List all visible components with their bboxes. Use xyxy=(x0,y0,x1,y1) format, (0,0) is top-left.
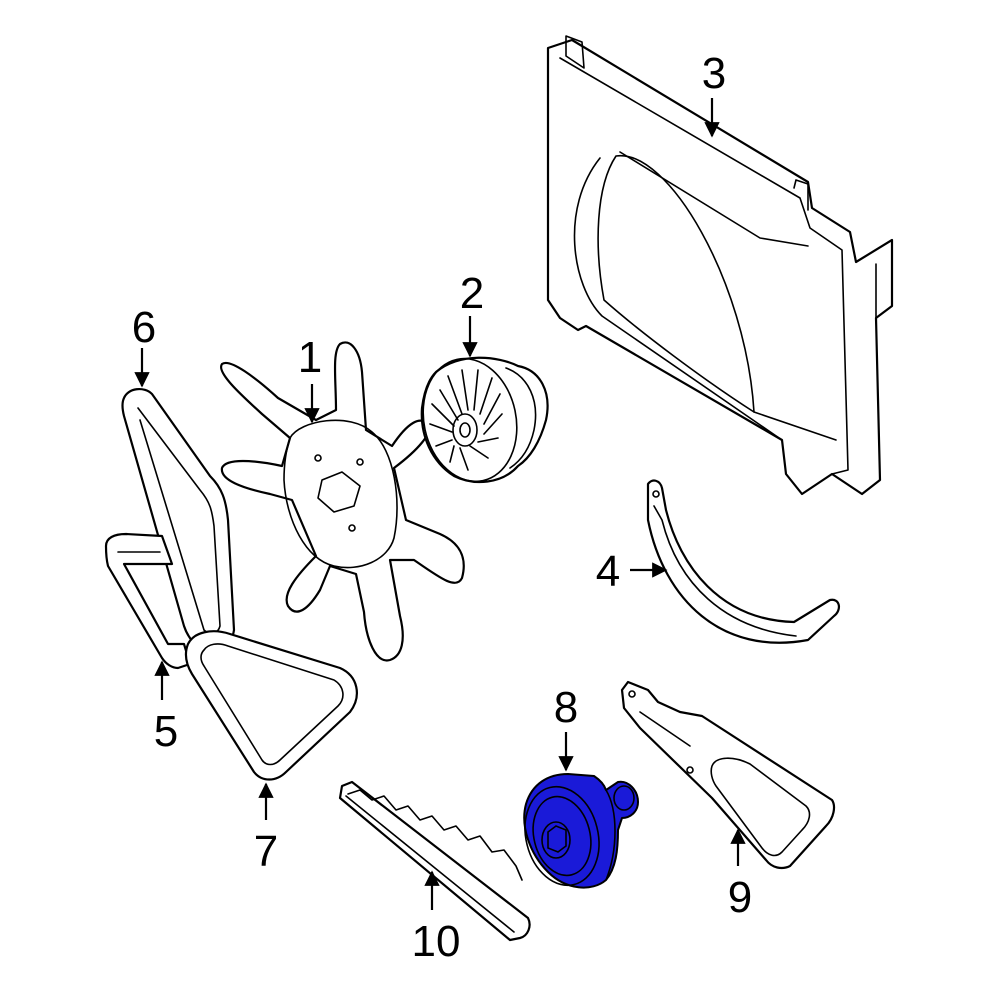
part-9-side-bracket[interactable] xyxy=(620,680,836,870)
part-3-fan-shroud[interactable] xyxy=(546,35,894,496)
part-10-seal-strip[interactable] xyxy=(338,780,531,942)
callout-2[interactable]: 2 xyxy=(460,269,484,318)
part-5-lower-frame[interactable] xyxy=(104,532,192,670)
callout-1[interactable]: 1 xyxy=(298,333,322,382)
callout-6[interactable]: 6 xyxy=(132,303,156,352)
callouts: 1 2 3 4 5 6 7 8 9 10 xyxy=(132,49,752,966)
part-1-fan-blade[interactable] xyxy=(220,341,465,662)
part-8-fan-motor[interactable] xyxy=(515,773,639,893)
callout-7[interactable]: 7 xyxy=(254,827,278,876)
callout-5[interactable]: 5 xyxy=(154,707,178,756)
leader-lines xyxy=(134,98,746,910)
callout-4[interactable]: 4 xyxy=(596,547,620,596)
part-4-bracket[interactable] xyxy=(646,479,840,644)
callout-9[interactable]: 9 xyxy=(728,873,752,922)
part-2-fan-clutch[interactable] xyxy=(412,350,549,490)
callout-8[interactable]: 8 xyxy=(554,683,578,732)
callout-3[interactable]: 3 xyxy=(702,49,726,98)
part-7-triangle-frame[interactable] xyxy=(184,630,358,781)
callout-10[interactable]: 10 xyxy=(412,917,461,966)
